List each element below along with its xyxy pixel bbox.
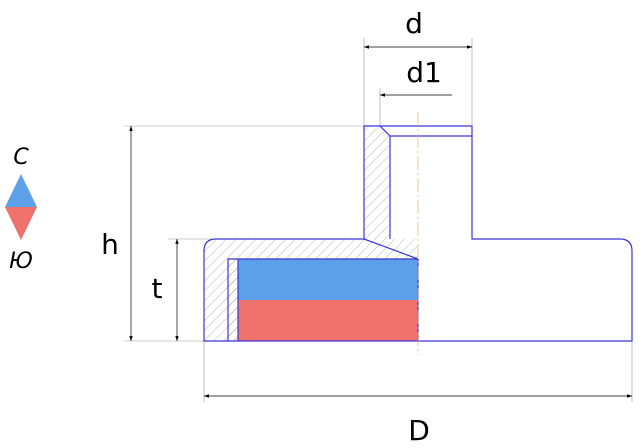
dimension-d1: d1 (380, 56, 452, 97)
dimension-t: t (152, 239, 179, 341)
magnet-gap (228, 259, 238, 341)
part-outline (203, 125, 633, 342)
south-pole-triangle (5, 207, 37, 240)
south-pole-region (238, 300, 418, 341)
pole-legend: С Ю (5, 145, 37, 274)
north-pole-triangle (5, 174, 37, 207)
dimension-d-label: d (405, 7, 423, 40)
dimension-D: D (204, 394, 632, 447)
dimension-h: h (101, 126, 133, 341)
south-pole-label: Ю (9, 249, 33, 274)
dimension-d: d (364, 7, 472, 49)
north-pole-region (238, 259, 418, 300)
dimension-t-label: t (152, 272, 163, 305)
dimension-D-label: D (408, 414, 430, 447)
north-pole-label: С (13, 145, 29, 170)
dimension-d1-label: d1 (406, 56, 442, 89)
dimension-h-label: h (101, 228, 119, 261)
